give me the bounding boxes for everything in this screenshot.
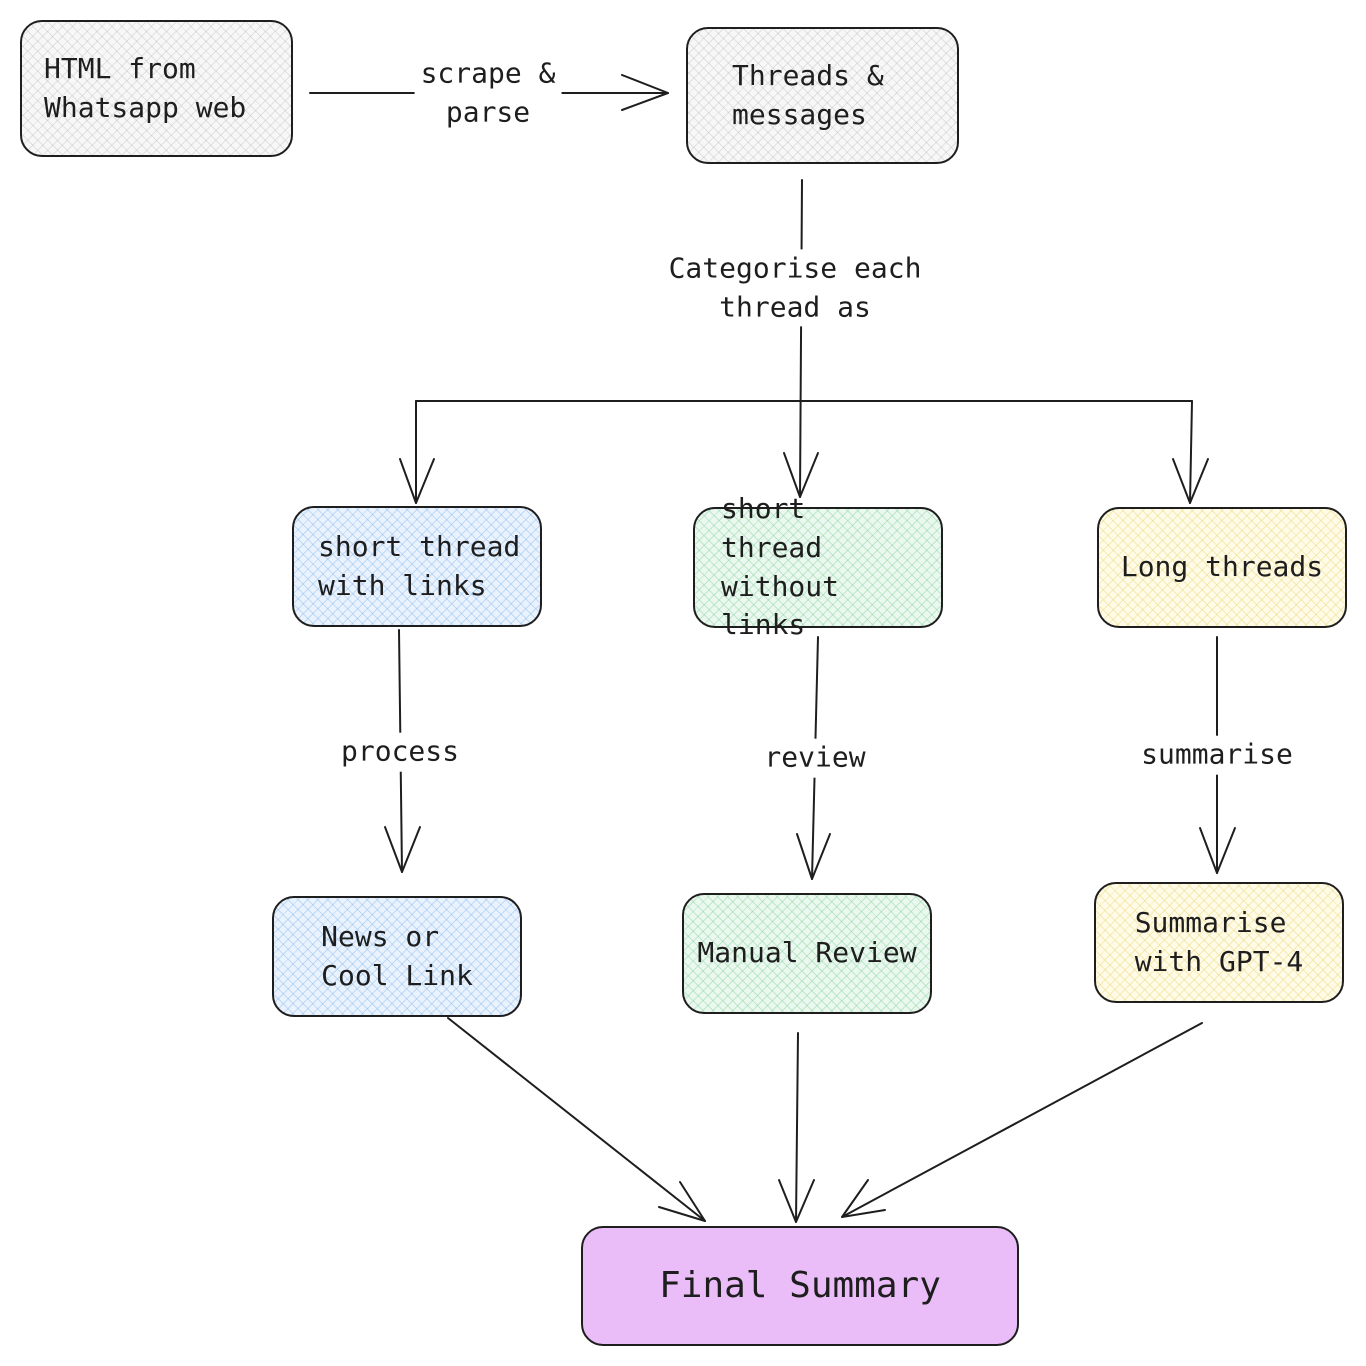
- node-html-from-whatsapp-web-text: HTML from Whatsapp web: [44, 51, 247, 124]
- arrowhead-short-without-links: [783, 452, 819, 498]
- node-short-thread-with-links-text: short thread with links: [318, 529, 521, 602]
- arrowhead-review: [796, 833, 831, 880]
- edge-label-process: process: [334, 732, 466, 772]
- edge-categorise-trunk: [799, 179, 803, 498]
- arrowhead-scrape-parse: [621, 74, 669, 111]
- edge-manual-to-final: [795, 1032, 799, 1223]
- edge-label-summarise: summarise: [1135, 735, 1299, 775]
- node-news-or-cool-link: News or Cool Link: [272, 896, 522, 1017]
- edge-news-to-final: [447, 1017, 706, 1222]
- arrowhead-process: [384, 826, 421, 873]
- node-html-from-whatsapp-web: HTML from Whatsapp web: [20, 20, 293, 157]
- arrowhead-short-with-links: [399, 458, 435, 504]
- node-long-threads-text: Long threads: [1120, 550, 1324, 584]
- edge-label-scrape-parse: scrape & parse: [414, 54, 562, 132]
- node-threads-messages-text: Threads & messages: [732, 58, 884, 131]
- node-summarise-with-gpt4-text: Summarise with GPT-4: [1134, 905, 1304, 978]
- node-short-thread-without-links: short thread without links: [693, 492, 943, 641]
- edge-gpt4-to-final: [841, 1022, 1203, 1218]
- arrowhead-summarise: [1199, 827, 1236, 874]
- edge-label-review: review: [758, 738, 872, 778]
- node-final-summary: Final Summary: [581, 1226, 1019, 1346]
- edge-to-long-threads: [1189, 400, 1193, 504]
- arrowhead-news-to-final: [658, 1181, 706, 1222]
- node-news-or-cool-link-text: News or Cool Link: [321, 919, 473, 992]
- arrowhead-long-threads: [1172, 458, 1209, 504]
- node-manual-review: Manual Review: [682, 893, 932, 1014]
- node-summarise-with-gpt4: Summarise with GPT-4: [1094, 882, 1344, 1003]
- node-short-thread-without-links-text: short thread without links: [721, 492, 840, 642]
- node-threads-messages: Threads & messages: [686, 27, 959, 164]
- node-manual-review-text: Manual Review: [697, 936, 917, 970]
- node-long-threads: Long threads: [1097, 507, 1347, 628]
- arrowhead-gpt4-to-final: [841, 1179, 886, 1218]
- edge-label-categorise: Categorise each thread as: [662, 249, 928, 327]
- node-final-summary-text: Final Summary: [659, 1265, 941, 1307]
- arrowhead-manual-to-final: [778, 1179, 815, 1223]
- node-short-thread-with-links: short thread with links: [292, 506, 542, 627]
